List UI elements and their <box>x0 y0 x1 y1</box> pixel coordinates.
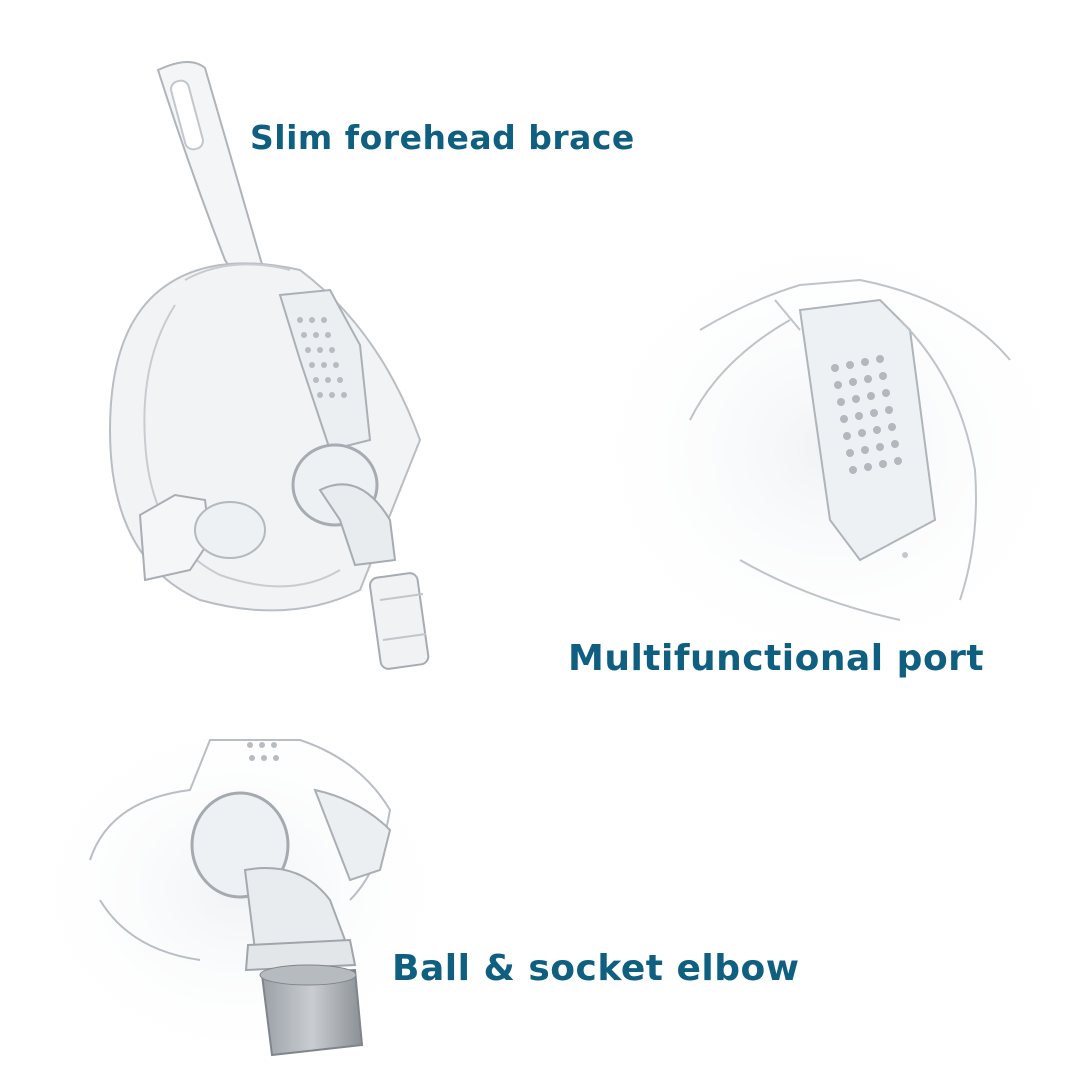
full-face-mask-image <box>108 61 430 670</box>
forehead-brace-callout: Slim forehead brace <box>250 118 635 157</box>
ball-socket-elbow-callout: Ball & socket elbow <box>392 948 800 989</box>
port-detail-image <box>600 240 1060 660</box>
elbow-detail-image <box>40 725 440 1057</box>
multifunctional-port-callout: Multifunctional port <box>568 638 985 679</box>
